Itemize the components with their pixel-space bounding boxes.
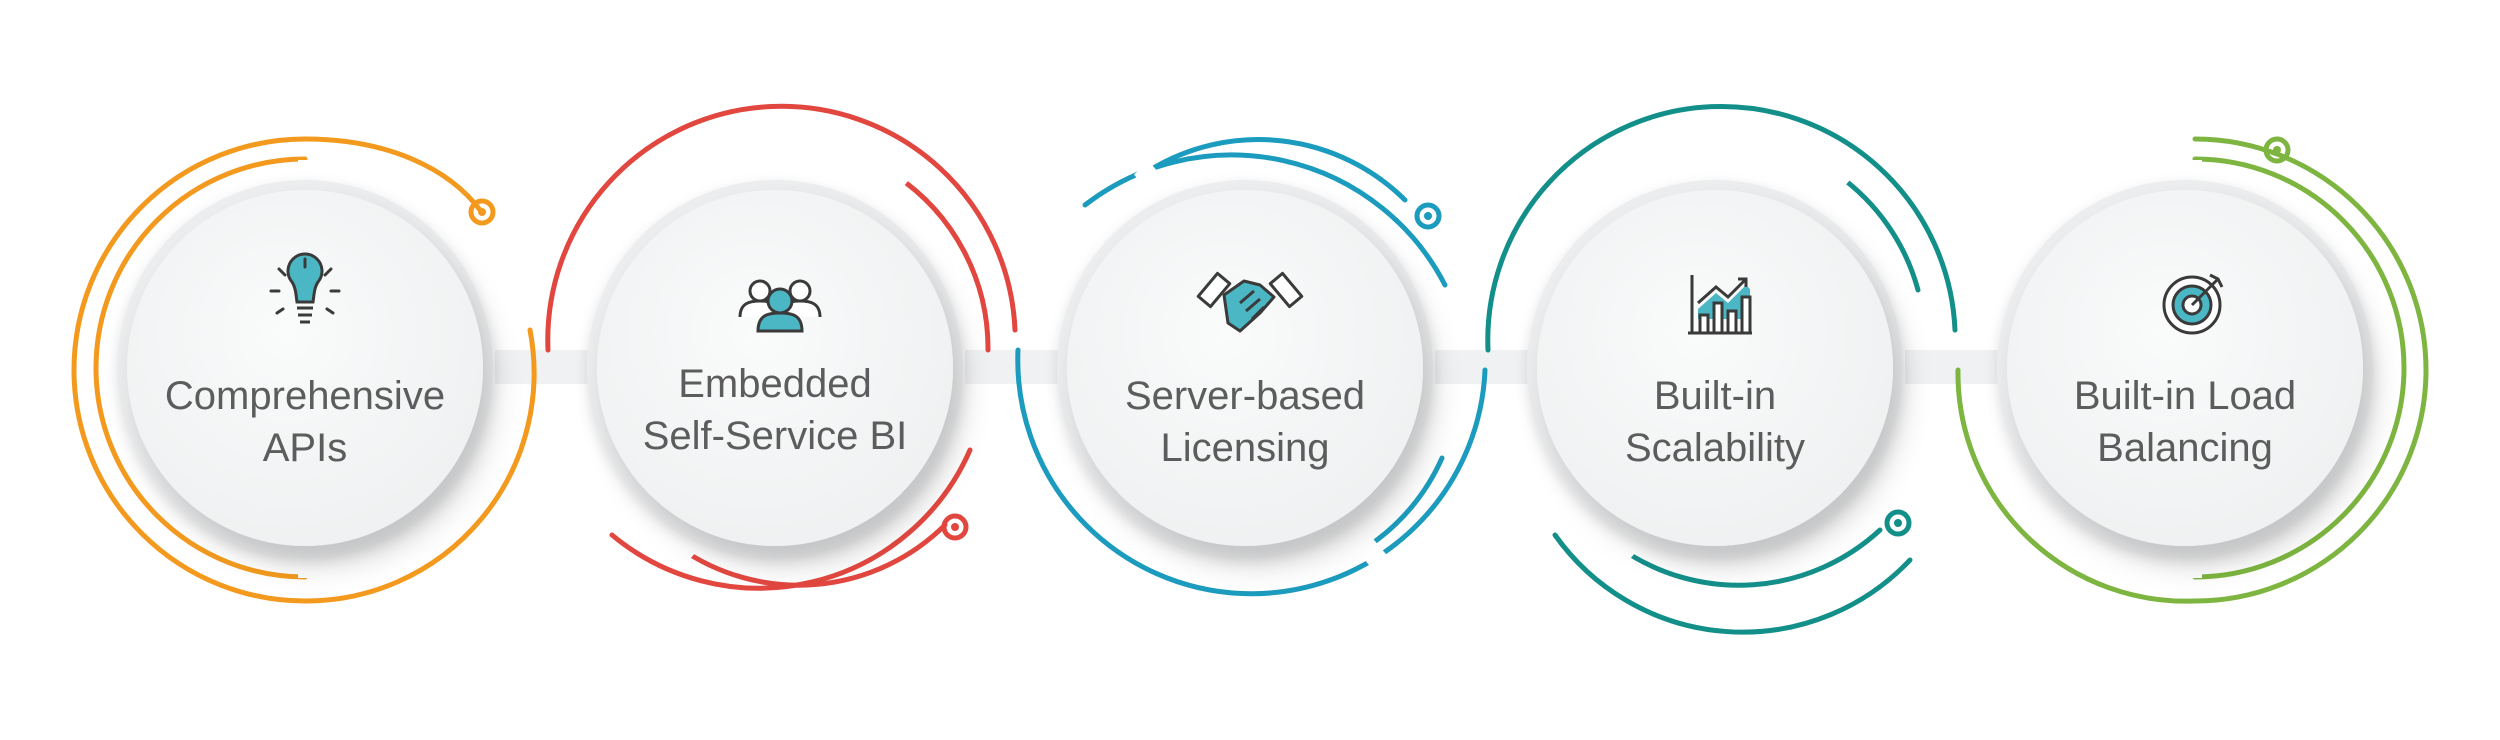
step-3-inner-arc-bottom	[1367, 455, 1445, 548]
step-3	[1015, 137, 1488, 597]
step-2-inner-disc	[597, 190, 953, 546]
step-3-inner-disc	[1067, 190, 1423, 546]
handshake-icon	[1196, 271, 1304, 333]
step-3-label-line-1: Server-based	[1124, 374, 1366, 418]
step-2-inner-arc-bottom	[677, 522, 948, 588]
growth-chart-icon	[1688, 275, 1752, 335]
step-4-label-line-1: Built-in	[1653, 374, 1777, 418]
step-1-inner-arc-top	[302, 136, 483, 213]
step-1-label-line-1: Comprehensive	[164, 374, 446, 418]
step-2-label: Embedded Self-Service BI	[605, 358, 945, 462]
step-2-tab-top	[878, 164, 912, 198]
step-3-inner-arc-top	[1147, 137, 1408, 203]
step-5-outer-arc	[2192, 136, 2429, 604]
step-3-tab-bottom	[1355, 536, 1389, 570]
step-5-dot	[2273, 146, 2281, 154]
step-4-outer-arc-bottom	[1552, 532, 1913, 635]
step-1-label-line-2: APIs	[262, 426, 348, 470]
step-4-dot	[1894, 519, 1902, 527]
step-4-label-line-2: Scalability	[1624, 426, 1806, 470]
step-2	[545, 103, 1018, 591]
step-1-arcs	[71, 136, 537, 604]
step-2-inner-arc-top	[892, 172, 991, 353]
step-2-arcs	[545, 103, 1018, 591]
step-5-arcs	[1955, 136, 2429, 604]
step-3-arcs	[1015, 137, 1488, 597]
step-4-tab-top	[1819, 164, 1853, 198]
step-2-outer-arc-bottom	[609, 447, 973, 591]
step-1	[71, 136, 537, 604]
step-5-dot-ring	[2263, 136, 2291, 164]
target-icon	[2162, 273, 2224, 335]
step-5-inner-disc	[2007, 190, 2363, 546]
step-4-inner-arc-bottom	[1617, 527, 1883, 588]
step-5-arc-bottom-left	[1955, 367, 2198, 604]
step-5-mid-arc	[2192, 156, 2407, 580]
step-1-dot-ring	[468, 198, 496, 226]
step-5-label: Built-in Load Balancing	[2015, 370, 2355, 474]
connector-1	[495, 350, 605, 384]
step-2-label-line-2: Self-Service BI	[642, 414, 908, 458]
step-1-inner-arc-right	[302, 327, 537, 604]
step-5-label-line-2: Balancing	[2097, 426, 2273, 470]
step-3-outer-arc	[1015, 347, 1488, 597]
step-3-tab-top	[1133, 161, 1167, 195]
step-2-label-line-1: Embedded	[678, 362, 872, 406]
step-5	[1955, 136, 2429, 604]
step-4-tab-bottom	[1605, 536, 1639, 570]
step-4	[1485, 103, 1958, 635]
step-3-label-line-2: Licensing	[1160, 426, 1330, 470]
step-3-dot	[1424, 212, 1432, 220]
step-2-outer-arc	[545, 103, 1018, 353]
step-1-outer-arc	[71, 136, 308, 604]
users-icon	[738, 279, 822, 333]
step-4-outer-arc	[1485, 103, 1958, 353]
step-4-inner-disc	[1537, 190, 1893, 546]
step-4-label: Built-in Scalability	[1545, 370, 1885, 474]
step-2-tab-bottom	[665, 536, 699, 570]
connector-3	[1435, 350, 1545, 384]
step-1-inner-disc	[127, 190, 483, 546]
step-2-dot	[951, 523, 959, 531]
step-2-dot-ring	[941, 513, 969, 541]
step-3-dot-ring	[1414, 202, 1442, 230]
lightbulb-icon	[269, 252, 341, 324]
step-1-label: Comprehensive APIs	[135, 370, 475, 474]
step-5-label-line-1: Built-in Load	[2073, 374, 2297, 418]
step-1-dot	[478, 208, 486, 216]
step-4-dot-ring	[1884, 509, 1912, 537]
step-3-label: Server-based Licensing	[1075, 370, 1415, 474]
step-4-arcs	[1485, 103, 1958, 635]
step-4-inner-arc-top	[1835, 172, 1921, 293]
step-1-mid-arc	[93, 156, 308, 580]
